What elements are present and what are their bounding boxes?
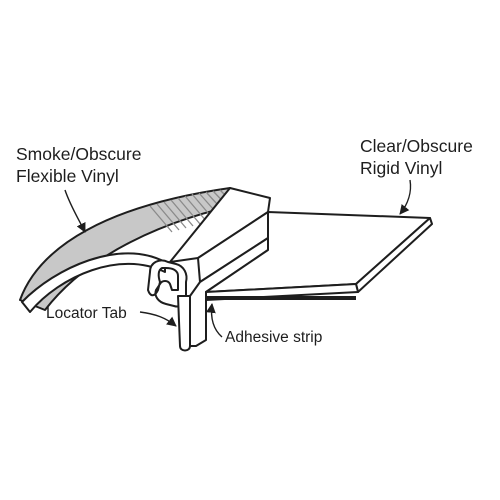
adhesive-strip-label: Adhesive strip <box>225 329 322 346</box>
clear-obscure-label-line1: Clear/Obscure <box>360 136 473 156</box>
adhesive-strip-arrow <box>206 303 223 338</box>
smoke-obscure-arrow <box>64 189 86 233</box>
smoke-obscure-label-line2: Flexible Vinyl <box>16 166 119 186</box>
smoke-obscure-label-line1: Smoke/Obscure <box>16 144 141 164</box>
clear-rigid-flange <box>205 211 433 301</box>
adhesive-strip-band <box>206 296 356 300</box>
locator-tab-label: Locator Tab <box>46 305 127 322</box>
locator-tab-arrow <box>139 311 177 327</box>
clear-obscure-arrow <box>399 179 412 215</box>
leader-arrows <box>64 179 412 338</box>
clear-obscure-label-line2: Rigid Vinyl <box>360 158 442 178</box>
